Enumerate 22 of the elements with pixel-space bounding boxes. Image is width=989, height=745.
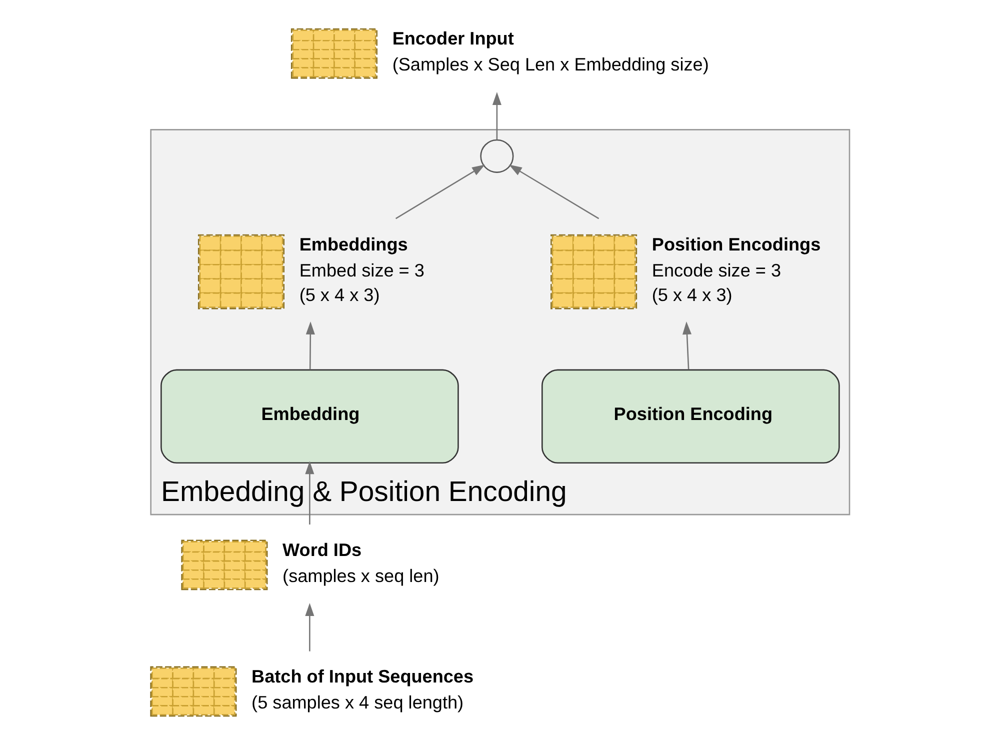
arrow xyxy=(304,461,314,525)
node-box: Position Encoding xyxy=(541,369,840,464)
node-circle xyxy=(480,139,514,173)
arrow xyxy=(492,92,501,140)
arrow xyxy=(305,322,314,370)
node-label: Word IDs xyxy=(282,540,362,560)
node-label: (5 samples x 4 seq length) xyxy=(251,692,464,713)
node-box: Embedding xyxy=(160,369,458,464)
node-label: (5 x 4 x 3) xyxy=(651,285,732,306)
arrow xyxy=(394,164,485,220)
node-label: Embeddings xyxy=(298,234,408,255)
node-label: (5 x 4 x 3) xyxy=(298,285,380,306)
node-label: Encode size = 3 xyxy=(651,260,781,281)
arrow xyxy=(508,164,599,220)
arrow xyxy=(682,322,692,370)
node-label: Embed size = 3 xyxy=(298,260,424,281)
node-label: (Samples x Seq Len x Embedding size) xyxy=(392,54,708,75)
node-label: Encoder Input xyxy=(392,28,514,49)
node-label: (samples x seq len) xyxy=(282,566,439,586)
node-label: Position Encodings xyxy=(651,234,820,255)
arrow xyxy=(304,603,314,652)
node-label: Batch of Input Sequences xyxy=(251,666,474,687)
